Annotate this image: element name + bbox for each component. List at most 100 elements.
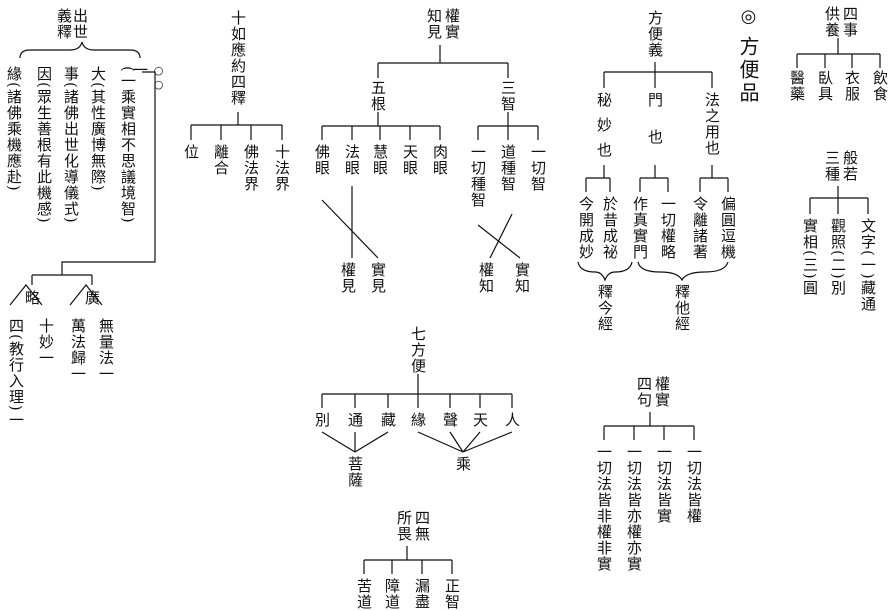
chushi-item-yin: 因(眾生善根有此機感): [35, 66, 53, 224]
siwusuowei-heading-2: 所畏: [395, 510, 413, 542]
quanshi-heading-2: 知見: [425, 8, 443, 40]
brace-ab: [637, 261, 729, 282]
fangbian-b-item-1: 一切權略: [659, 196, 677, 260]
sanzhi-item-3: 一切種智: [469, 144, 487, 208]
sishi-heading: 四事: [841, 6, 859, 38]
fangbian-b-item-2: 作真實門: [631, 196, 649, 260]
fangbian-b: 門也: [646, 92, 664, 166]
wugen-item-2: 天眼: [401, 144, 419, 176]
shiru-item-2: 佛法界: [242, 144, 260, 192]
tree-siwusuowei: [363, 546, 453, 574]
quanshi-bottom-4: 權知: [477, 262, 495, 294]
siwusuowei-heading: 四無: [413, 510, 431, 542]
sishi-item-4: 醫藥: [788, 70, 806, 102]
fangbian-c: 秘妙也: [595, 92, 613, 167]
sijuquanshi-item-4: 一切法皆非權非實: [595, 444, 613, 572]
connector-side-bracket: [61, 71, 156, 275]
title-text: 方便品: [736, 36, 760, 105]
chushi-heading-2: 義釋: [55, 8, 73, 40]
quanshi-wugen: 五根: [369, 80, 387, 112]
fangbian-c-item-2: 今開成妙: [577, 196, 595, 260]
sijuquanshi-heading-2: 四句: [635, 376, 653, 408]
qifangbian-item-5: 藏: [379, 412, 397, 428]
quanshi-bottom-1: 實見: [369, 262, 387, 294]
qifangbian-item-4: 緣: [409, 412, 427, 428]
brace-lue: [9, 284, 43, 306]
fangbian-brace1: 釋他經: [673, 284, 691, 332]
tree-qifangbian: [321, 374, 513, 408]
tree-sishi: [796, 38, 881, 68]
siwusuowei-item-1: 正智: [443, 578, 461, 610]
lue-item-2: 四(教行入理)一: [7, 318, 25, 428]
guang-item-2: 萬法歸一: [69, 318, 87, 382]
fangbian-brace2: 釋今經: [596, 284, 614, 332]
chushi-item-shi: 事(諸佛出世化導儀式): [62, 66, 80, 224]
guang-item-1: 無量法一: [97, 318, 115, 382]
fangbian-a-item-1: 偏圓逗機: [719, 196, 737, 260]
tree-a: [699, 165, 729, 192]
qifangbian-item-6: 通: [346, 412, 364, 428]
qifangbian-heading: 七方便: [409, 326, 427, 374]
wugen-item-5: 佛眼: [313, 144, 331, 176]
tree-quanshi: [377, 45, 509, 78]
tree-sijuquanshi: [603, 412, 695, 440]
tree-c: [585, 165, 611, 192]
sishi-item-2: 衣服: [843, 70, 861, 102]
fangbian-a-item-2: 令離諸著: [691, 196, 709, 260]
chushi-marker: 一: [131, 62, 149, 78]
sishi-heading-2: 供養: [823, 6, 841, 38]
tree-shiru: [190, 112, 283, 140]
tree-sanzhi: [477, 112, 539, 140]
sanzhi-item-2: 道種智: [499, 144, 517, 192]
circle-marker: ○○: [152, 64, 165, 92]
sanbore-heading-2: 三種: [823, 150, 841, 182]
sijuquanshi-item-3: 一切法皆亦權亦實: [625, 444, 643, 572]
sanbore-item-1: 文字(一)藏通: [859, 218, 877, 312]
fangbian-a: 法之用也: [703, 92, 721, 156]
qifangbian-item-7: 別: [313, 412, 331, 428]
merge-pusa: [321, 431, 389, 453]
sanbore-item-3: 實相(三)圓: [801, 218, 819, 296]
shiru-item-4: 位: [182, 144, 200, 160]
fangbian-heading: 方便義: [646, 10, 664, 58]
wugen-item-1: 肉眼: [431, 144, 449, 176]
qifangbian-item-3: 聲: [441, 412, 459, 428]
siwusuowei-item-4: 苦道: [355, 578, 373, 610]
tree-b: [639, 165, 669, 192]
merge-cheng: [417, 431, 513, 453]
title-mark: ◎: [738, 6, 759, 30]
quanshi-heading: 權實: [443, 8, 461, 40]
tree-sanbore: [809, 186, 869, 214]
chushi-guang: 廣: [83, 290, 101, 306]
chushi-lue: 略: [23, 290, 41, 306]
chushi-item-yuan: 緣(諸佛乘機應赴): [5, 66, 23, 192]
shiru-item-1: 十法界: [273, 144, 291, 192]
sishi-item-1: 飲食: [871, 70, 889, 102]
brace-c: [577, 261, 633, 282]
siwusuowei-item-3: 障道: [383, 578, 401, 610]
quanshi-sanzhi: 三智: [499, 80, 517, 112]
cross-wugen: [321, 186, 379, 259]
connector-lue-guang: [31, 274, 93, 285]
qifangbian-item-1: 人: [503, 412, 521, 428]
chushi-side-label: (一乘實相不思議境智): [119, 66, 137, 224]
brace-guang: [69, 284, 103, 306]
sanbore-item-2: 觀照(二)別: [829, 218, 847, 296]
quanshi-bottom-3: 實知: [513, 262, 531, 294]
sanzhi-item-1: 一切智: [529, 144, 547, 192]
fangbian-c-item-1: 於昔成祕: [601, 196, 619, 260]
brace-chushi: [19, 41, 141, 59]
wugen-item-4: 法眼: [343, 144, 361, 176]
chushi-heading: 出世: [71, 8, 89, 40]
sanbore-heading: 般若: [841, 150, 859, 182]
sijuquanshi-heading: 權實: [653, 376, 671, 408]
lue-item-1: 十妙一: [37, 318, 55, 366]
tree-wugen: [321, 112, 441, 140]
chushi-item-da: 大(其性廣博無際): [89, 66, 107, 192]
sijuquanshi-item-1: 一切法皆權: [685, 444, 703, 524]
shiru-heading: 十如應約四釋: [229, 10, 247, 106]
sijuquanshi-item-2: 一切法皆實: [655, 444, 673, 524]
wugen-item-3: 慧眼: [371, 144, 389, 176]
